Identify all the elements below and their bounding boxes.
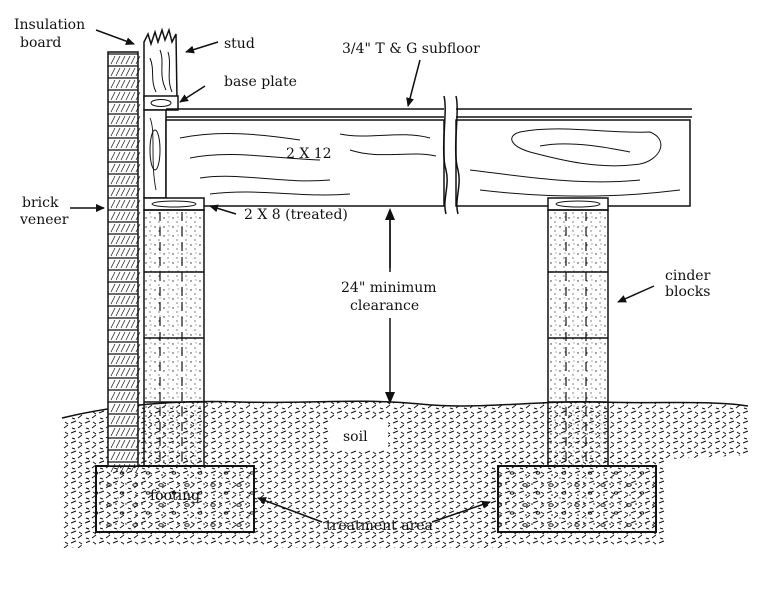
joist-label: 2 X 12 [286,146,332,162]
clearance-dimension-arrow [385,208,395,404]
treatment-arrow-right [431,500,491,523]
subfloor-label: 3/4" T & G subfloor [342,41,480,57]
insulation-board-arrow [95,29,135,45]
subfloor-arrow [406,59,421,107]
cinder-blocks-label-line1: cinder [665,268,711,284]
treatment-area-label: treatment area [326,518,433,534]
brick-veneer [107,51,141,473]
insulation-board-label-line2: board [20,35,61,51]
cinder-blocks-arrow [617,285,655,303]
joist-2x12 [165,95,691,215]
insulation-board-label-line1: Insulation [14,17,85,33]
rim-joist [143,109,167,199]
sill-right [547,197,609,211]
brick-veneer-label-line2: veneer [19,212,69,228]
sill-label: 2 X 8 (treated) [244,207,348,223]
footing-right [497,465,657,533]
stud-label: stud [224,36,255,52]
stud-arrow [185,41,219,54]
base-plate [143,95,179,111]
footing-label: footing [150,488,200,504]
leader-arrows [70,29,655,523]
cinder-blocks-label-line2: blocks [665,284,710,300]
base-plate-label: base plate [224,74,297,90]
sill-left [143,197,205,211]
cinder-blocks-left [143,209,205,467]
subfloor [166,108,692,118]
labels: Insulation board stud base plate 3/4" T … [14,17,711,534]
base-plate-arrow [179,85,206,103]
sill-arrow [209,204,237,215]
brick-veneer-label-line1: brick [22,195,59,211]
treatment-arrow-left [257,497,323,523]
clearance-label-line1: 24" minimum [341,280,437,296]
footing-left [95,465,255,533]
cinder-blocks-right [547,209,609,467]
clearance-label-line2: clearance [350,298,419,314]
soil-label: soil [343,429,368,445]
stud [143,27,178,101]
